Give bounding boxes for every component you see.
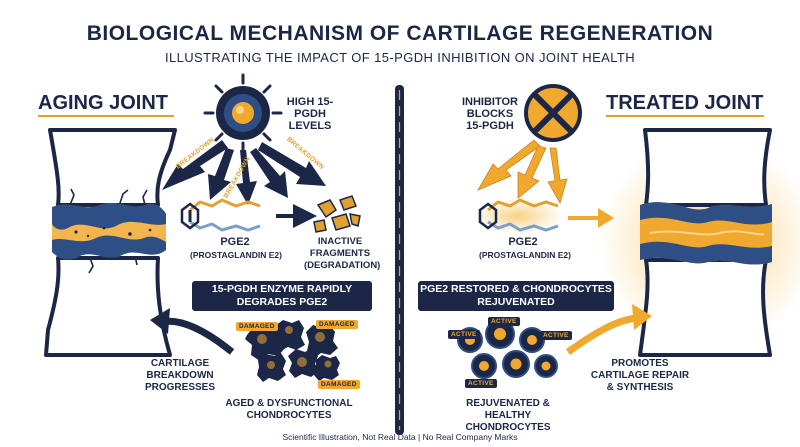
pge2-label-treated: PGE2	[508, 236, 538, 248]
treated-joint-icon	[638, 128, 772, 357]
treated-title-underline	[606, 115, 764, 117]
aged-chondrocytes	[245, 320, 340, 382]
page-subtitle: ILLUSTRATING THE IMPACT OF 15-PGDH INHIB…	[164, 50, 636, 65]
active-badge-4: ACTIVE	[465, 379, 497, 388]
enzyme-icon	[203, 73, 283, 153]
fragments-icon	[313, 195, 361, 233]
damaged-badge-2: DAMAGED	[316, 320, 358, 329]
healthy-cells-label: REJUVENATED & HEALTHY CHONDROCYTES	[465, 398, 551, 433]
aging-joint-title: AGING JOINT	[38, 92, 169, 114]
pge2-label: PGE2	[220, 236, 250, 248]
fragments-label: INACTIVE FRAGMENTS (DEGRADATION)	[304, 236, 381, 271]
active-badge-1: ACTIVE	[448, 330, 480, 339]
damaged-badge-1: DAMAGED	[236, 322, 278, 331]
footer-note: Scientific Illustration, Not Real Data |…	[282, 432, 518, 442]
pge2-sublabel: (PROSTAGLANDIN E2)	[190, 250, 282, 260]
promotes-label: PROMOTES CARTILAGE REPAIR & SYNTHESIS	[590, 358, 690, 393]
inhibitor-label: INHIBITOR BLOCKS 15-PGDH	[461, 96, 519, 132]
aging-title-underline	[38, 115, 174, 117]
inhibitor-x-icon	[524, 84, 582, 142]
pge2-molecule-icon	[180, 198, 261, 232]
treated-joint-title: TREATED JOINT	[606, 92, 764, 114]
damaged-badge-3: DAMAGED	[318, 380, 360, 389]
aged-cells-label: AGED & DYSFUNCTIONAL CHONDROCYTES	[225, 398, 353, 421]
active-badge-2: ACTIVE	[488, 317, 520, 326]
breakdown-arrows	[162, 140, 326, 205]
pge2-molecule-icon-treated	[478, 198, 559, 232]
healthy-chondrocytes	[457, 319, 558, 379]
aging-joint-icon	[44, 128, 177, 357]
active-badge-3: ACTIVE	[540, 331, 572, 340]
treated-status-box: PGE2 RESTORED & CHONDROCYTES REJUVENATED	[418, 281, 614, 311]
repair-arrow	[565, 314, 641, 355]
breakdown-progress-label: CARTILAGE BREAKDOWN PROGRESSES	[144, 358, 216, 393]
enzyme-label: HIGH 15-PGDH LEVELS	[286, 96, 334, 132]
breakdown-progress-arrow	[161, 317, 235, 355]
pge2-sublabel-treated: (PROSTAGLANDIN E2)	[479, 250, 571, 260]
restore-arrows	[477, 139, 568, 205]
aging-status-box: 15-PGDH ENZYME RAPIDLY DEGRADES PGE2	[192, 281, 372, 311]
page-title: BIOLOGICAL MECHANISM OF CARTILAGE REGENE…	[86, 22, 714, 45]
